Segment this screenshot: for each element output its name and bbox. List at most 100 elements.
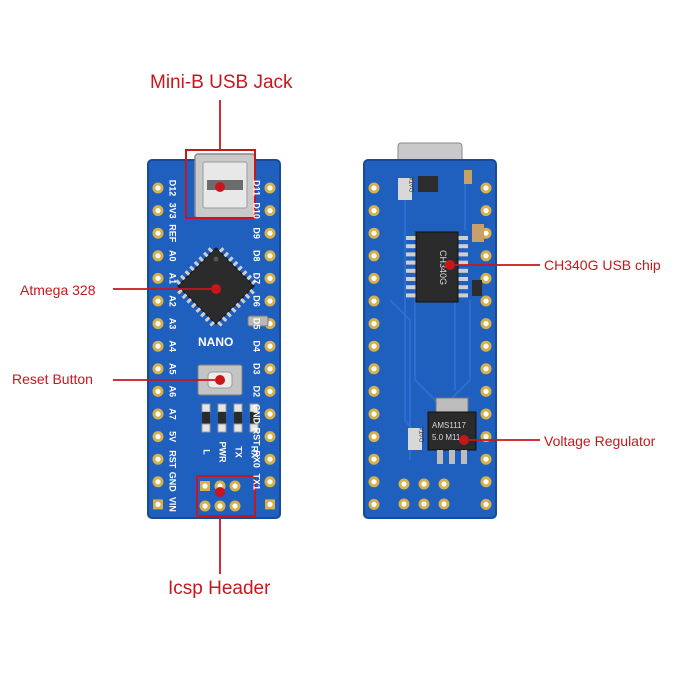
ch340-callout-dot bbox=[445, 260, 455, 270]
header-hole bbox=[264, 182, 276, 194]
ch340-leads bbox=[406, 236, 468, 298]
header-hole bbox=[368, 227, 380, 239]
usb-callout-dot bbox=[215, 182, 225, 192]
header-hole bbox=[264, 340, 276, 352]
header-hole bbox=[152, 272, 164, 284]
header-hole bbox=[152, 318, 164, 330]
header-hole bbox=[264, 250, 276, 262]
back-cap-2 bbox=[472, 224, 484, 242]
front-board: NANO D123V3REFA0A1A2A3A4A5A6A75VRSTGNDVI… bbox=[113, 100, 281, 574]
header-hole bbox=[480, 272, 492, 284]
header-hole bbox=[480, 476, 492, 488]
pin-label: D4 bbox=[252, 340, 262, 352]
header-hole bbox=[368, 272, 380, 284]
front-right-header bbox=[264, 182, 276, 510]
icsp-hole bbox=[229, 500, 241, 512]
regulator-lead-1 bbox=[437, 450, 443, 464]
header-hole bbox=[480, 250, 492, 262]
back-bottom-header bbox=[398, 478, 450, 510]
header-hole bbox=[418, 478, 430, 490]
header-hole bbox=[152, 250, 164, 262]
icsp-hole bbox=[229, 480, 241, 492]
regulator-lead-2 bbox=[449, 450, 455, 464]
pin-label: GND bbox=[168, 472, 178, 493]
icsp-hole bbox=[200, 481, 210, 491]
atmega-callout-dot bbox=[211, 284, 221, 294]
header-hole bbox=[480, 182, 492, 194]
led-label: L bbox=[202, 449, 212, 455]
icsp-hole bbox=[199, 500, 211, 512]
header-hole bbox=[152, 205, 164, 217]
back-data-label-2: DATA bbox=[420, 427, 426, 442]
header-hole bbox=[265, 499, 275, 510]
pin-label: A2 bbox=[168, 295, 178, 307]
header-hole bbox=[368, 363, 380, 375]
back-right-header bbox=[480, 182, 492, 510]
pin-label: D3 bbox=[252, 363, 262, 375]
usb-jack-tongue bbox=[207, 180, 243, 190]
pin-label: RST bbox=[252, 428, 262, 447]
pin-label: A7 bbox=[168, 408, 178, 420]
pin-label: A5 bbox=[168, 363, 178, 375]
pin-label: A0 bbox=[168, 250, 178, 262]
header-hole bbox=[264, 431, 276, 443]
led-label: TX bbox=[234, 446, 244, 458]
header-hole bbox=[480, 453, 492, 465]
header-hole bbox=[480, 318, 492, 330]
header-hole bbox=[264, 385, 276, 397]
header-hole bbox=[152, 408, 164, 420]
header-hole bbox=[480, 408, 492, 420]
header-hole bbox=[368, 385, 380, 397]
header-hole bbox=[368, 205, 380, 217]
header-hole bbox=[438, 498, 450, 510]
header-hole bbox=[368, 250, 380, 262]
header-hole bbox=[264, 227, 276, 239]
icsp-callout-dot bbox=[215, 487, 225, 497]
pin-label: D12 bbox=[168, 180, 178, 197]
pin-label: D9 bbox=[252, 227, 262, 239]
pin-label: 3V3 bbox=[168, 203, 178, 219]
back-transistor bbox=[418, 176, 438, 192]
header-hole bbox=[480, 363, 492, 375]
pin-label: A4 bbox=[168, 340, 178, 352]
header-hole bbox=[368, 453, 380, 465]
header-hole bbox=[264, 205, 276, 217]
icsp-highlight-box bbox=[196, 475, 256, 517]
led-label: PWR bbox=[218, 442, 228, 463]
pin-label: GND bbox=[252, 404, 262, 425]
header-hole bbox=[152, 453, 164, 465]
pin-label: A3 bbox=[168, 318, 178, 330]
led-label: RX bbox=[250, 446, 260, 459]
crystal bbox=[247, 315, 269, 327]
back-left-header bbox=[368, 182, 380, 510]
pin-label: D10 bbox=[252, 202, 262, 219]
ch340-callout: CH340G USB chip bbox=[544, 257, 661, 273]
front-left-header bbox=[152, 182, 164, 510]
regulator-tab bbox=[435, 397, 469, 413]
back-pcb bbox=[363, 159, 497, 519]
pin-label: D2 bbox=[252, 386, 262, 398]
back-data-label-1: DATA bbox=[410, 177, 416, 192]
led-labels: L PWR TX RX bbox=[202, 442, 260, 463]
nano-silkscreen: NANO bbox=[198, 335, 233, 349]
header-hole bbox=[480, 498, 492, 510]
back-board: DATA DATA CH340G AMS1117 5.0 M11 bbox=[363, 142, 540, 519]
back-cap-1 bbox=[464, 170, 472, 184]
back-data-chip-2 bbox=[408, 428, 422, 450]
header-hole bbox=[152, 363, 164, 375]
ch340-marking: CH340G bbox=[438, 250, 448, 285]
pin-label: A6 bbox=[168, 386, 178, 398]
header-hole bbox=[264, 295, 276, 307]
usb-jack-callout: Mini-B USB Jack bbox=[150, 72, 293, 93]
pin-label: RST bbox=[168, 450, 178, 469]
pin-label: 5V bbox=[168, 431, 178, 442]
header-hole bbox=[438, 478, 450, 490]
pin-label: REF bbox=[168, 224, 178, 243]
header-hole bbox=[480, 205, 492, 217]
regulator-marking-2: 5.0 M11 bbox=[432, 433, 461, 442]
pin-label: TX1 bbox=[252, 474, 262, 491]
icsp-hole bbox=[214, 500, 226, 512]
pin-label: A1 bbox=[168, 273, 178, 285]
